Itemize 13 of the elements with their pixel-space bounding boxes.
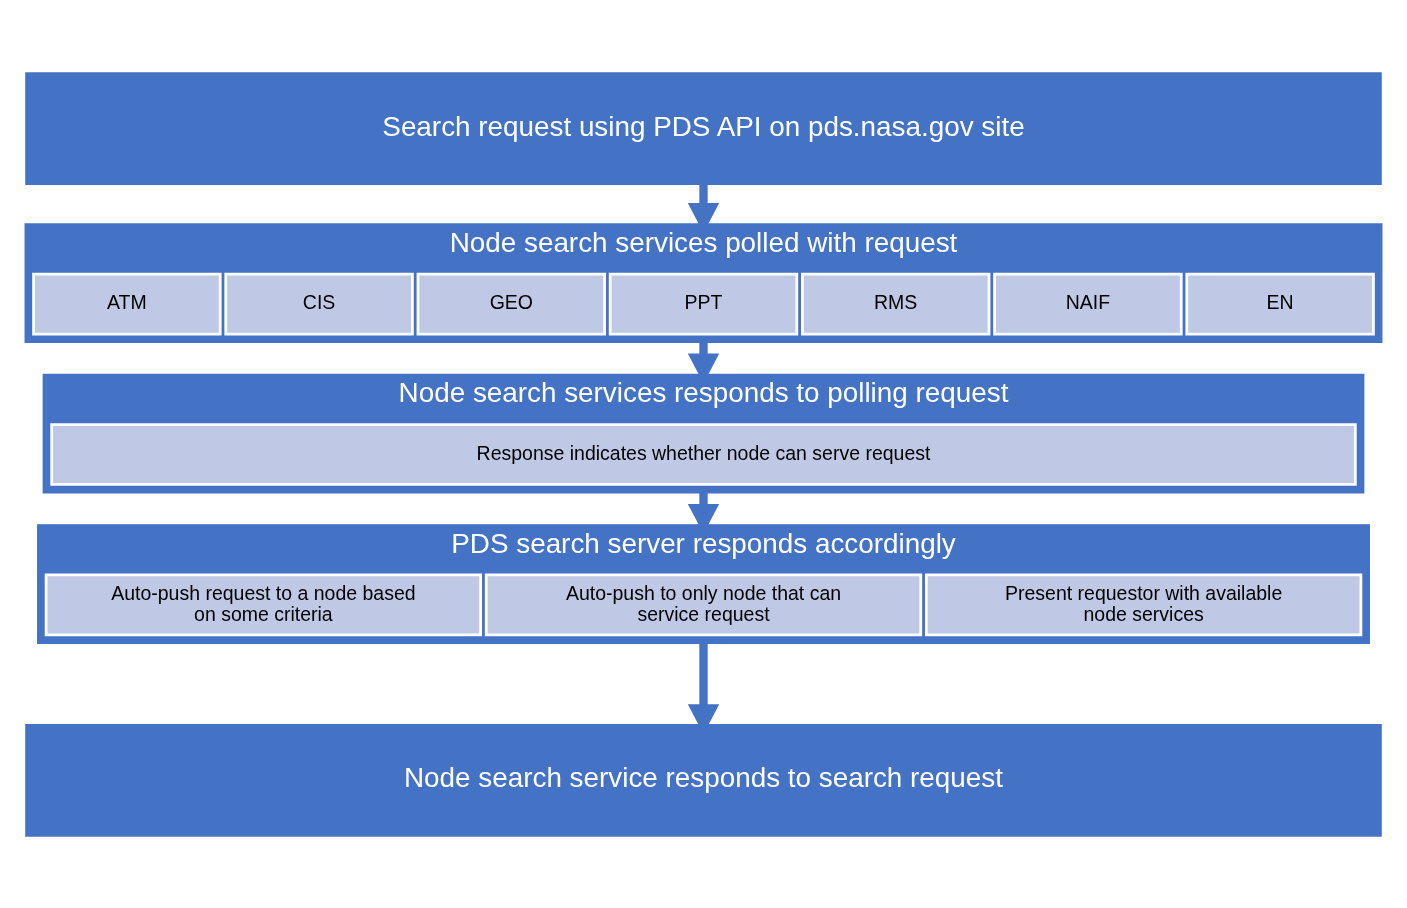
node-box: Present requestor with available node services (924, 573, 1363, 636)
node-box: Search request using PDS API on pds.nasa.gov site (25, 71, 1382, 185)
node-box: RMS (801, 272, 991, 335)
node-box: EN (1185, 272, 1375, 335)
node-box: ATM (32, 272, 222, 335)
node-box: Auto-push to only node that can service request (484, 573, 923, 636)
node-box: NAIF (993, 272, 1183, 335)
node-box: Node search service responds to search request (25, 723, 1382, 837)
node-box: CIS (224, 272, 414, 335)
node-box: Auto-push request to a node based on some criteria (44, 573, 483, 636)
node-box: GEO (416, 272, 606, 335)
node-box: Response indicates whether node can serve request (50, 422, 1357, 486)
node-box: PPT (608, 272, 799, 335)
